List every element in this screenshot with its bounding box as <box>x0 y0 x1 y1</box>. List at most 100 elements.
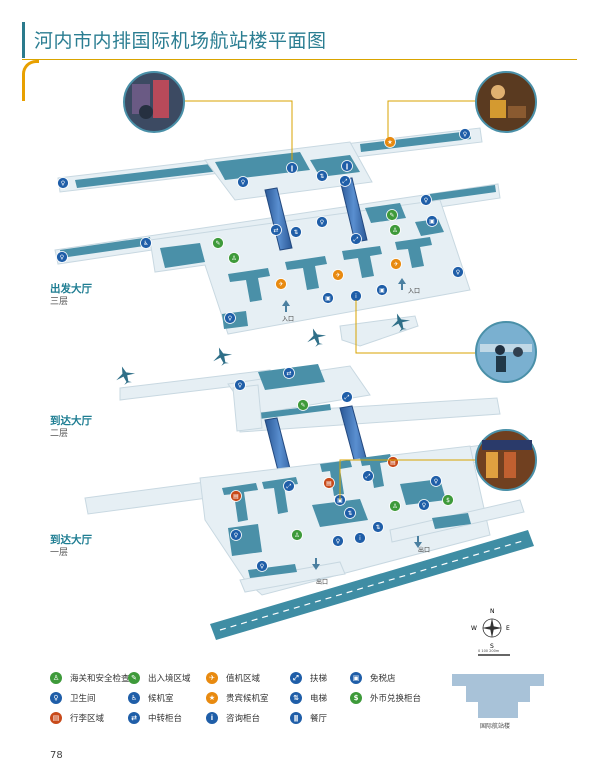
floor-three-counter-1 <box>228 268 270 302</box>
photo-thumbnail-duty-free <box>475 429 537 491</box>
legend-label: 外币兑换柜台 <box>370 694 422 704</box>
restroom-icon: ♀ <box>237 176 249 188</box>
svg-text:♀: ♀ <box>228 315 232 322</box>
legend-label: 扶梯 <box>310 674 328 684</box>
page-number: 78 <box>50 750 63 761</box>
svg-text:♀: ♀ <box>241 179 245 186</box>
floor-one-belt-4 <box>360 454 392 488</box>
restroom-icon: ♀ <box>459 128 471 140</box>
customs-icon: ♙ <box>291 529 303 541</box>
floor-one-block-small <box>432 513 471 529</box>
svg-text:▣: ▣ <box>379 287 385 294</box>
svg-text:✎: ✎ <box>215 240 220 247</box>
floor-label-first: 到达大厅 一层 <box>50 534 92 560</box>
legend-item: $ 外币兑换柜台 <box>350 690 421 706</box>
legend-item: ⇅ 电梯 <box>290 690 327 706</box>
floor-two-strip <box>258 404 331 419</box>
restaurant-icon: ǁ <box>290 712 302 724</box>
svg-text:▣: ▣ <box>325 295 331 302</box>
callout-line <box>355 300 478 354</box>
floor-one-block-bottom <box>248 564 297 578</box>
svg-text:♀: ♀ <box>60 254 64 261</box>
currency-exchange-icon: $ <box>350 692 362 704</box>
legend-item: ♀卫生间 <box>50 690 96 706</box>
immigration-icon: ✎ <box>212 237 224 249</box>
immigration-icon: ✎ <box>386 209 398 221</box>
legend-label: 免税店 <box>370 674 396 684</box>
floor-three-counter-2 <box>285 256 327 290</box>
waiting-room-icon: ♿ <box>140 237 152 249</box>
legend-label: 贵宾候机室 <box>226 694 269 704</box>
svg-text:♀: ♀ <box>456 269 460 276</box>
currency-exchange-icon: $ <box>442 494 454 506</box>
svg-text:⇄: ⇄ <box>273 227 278 234</box>
floor-three-counter-3 <box>342 246 382 278</box>
floor-second-level: 二层 <box>50 429 69 439</box>
floor-three-mid-strip2 <box>430 185 496 201</box>
restroom-icon: ♀ <box>430 475 442 487</box>
elevator-icon: ⇅ <box>290 692 302 704</box>
legend-item: ▤行李区域 <box>50 710 104 726</box>
escalator-icon: ⤢ <box>341 391 353 403</box>
svg-text:♀: ♀ <box>234 532 238 539</box>
restroom-icon: ♀ <box>420 194 432 206</box>
duty-free-icon: ▣ <box>322 292 334 304</box>
svg-text:⤢: ⤢ <box>354 236 359 243</box>
immigration-icon: ✎ <box>128 672 140 684</box>
exit-arrow <box>312 558 320 570</box>
floor-third-name: 出发大厅 <box>50 283 92 295</box>
svg-text:♀: ♀ <box>434 478 438 485</box>
transfer-desk-icon: ⇄ <box>270 224 282 236</box>
exit-arrow <box>414 536 422 548</box>
svg-text:♀: ♀ <box>422 502 426 509</box>
title-bar: 河内市内排国际机场航站楼平面图 <box>22 22 577 60</box>
legend-label: 中转柜台 <box>148 714 183 724</box>
floor-label-second: 到达大厅 二层 <box>50 415 92 441</box>
entrance-arrow <box>398 278 406 290</box>
plane-icon <box>213 347 233 366</box>
exit-label: 出口 <box>316 578 328 586</box>
restroom-icon: ♀ <box>224 312 236 324</box>
entrance-label: 入口 <box>282 316 294 323</box>
svg-text:▣: ▣ <box>337 497 343 504</box>
scale-label: 0 100 200m <box>478 649 500 653</box>
restroom-icon: ♀ <box>316 216 328 228</box>
entrance-arrow <box>282 300 290 312</box>
compass-north: N <box>490 608 495 615</box>
legend-item: ✎出入境区域 <box>128 670 191 686</box>
elevator-icon: ⇅ <box>372 521 384 533</box>
legend-item: ⤢扶梯 <box>290 670 327 686</box>
svg-text:▣: ▣ <box>429 218 435 225</box>
floor-two-connector <box>232 384 263 432</box>
svg-text:⇅: ⇅ <box>375 524 380 531</box>
info-desk-icon: i <box>354 532 366 544</box>
callout-line <box>160 100 293 160</box>
svg-text:✈: ✈ <box>335 272 340 279</box>
check-in-icon: ✈ <box>332 269 344 281</box>
legend-item: ⇄ 中转柜台 <box>128 710 182 726</box>
duty-free-icon: ▣ <box>350 672 362 684</box>
floor-one-belt-1 <box>222 483 258 522</box>
svg-text:⇄: ⇄ <box>286 370 291 377</box>
legend-item: ▣ 免税店 <box>350 670 396 686</box>
svg-text:ǁ: ǁ <box>346 163 349 170</box>
legend-label: 卫生间 <box>70 694 96 704</box>
transfer-desk-icon: ⇄ <box>283 367 295 379</box>
plane-icon <box>116 366 136 385</box>
baggage-icon: ▤ <box>387 456 399 468</box>
floor-two <box>119 364 501 433</box>
elevator-icon: ⇅ <box>316 170 328 182</box>
svg-text:✈: ✈ <box>278 281 283 288</box>
restaurant-icon: ǁ <box>341 160 353 172</box>
legend-label: 值机区域 <box>226 674 261 684</box>
transfer-desk-icon: ⇄ <box>128 712 140 724</box>
legend-label: 电梯 <box>310 694 328 704</box>
photo-thumbnail-shop <box>123 71 185 133</box>
escalator-icon: ⤢ <box>339 175 351 187</box>
exit-label: 出口 <box>418 546 430 554</box>
baggage-icon: ▤ <box>323 477 335 489</box>
callout-line <box>387 100 478 138</box>
legend-label: 咨询柜台 <box>226 714 261 724</box>
